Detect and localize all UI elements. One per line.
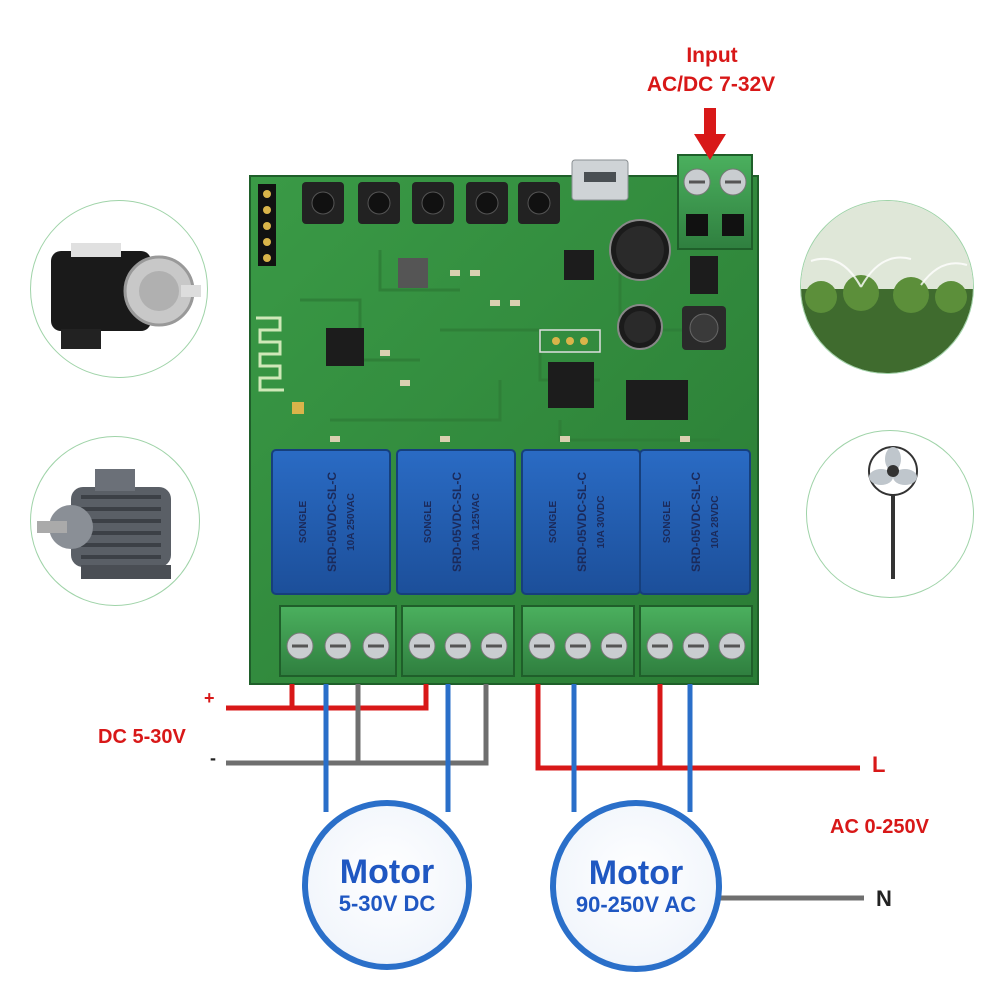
button-ch4 (358, 182, 400, 224)
relay-model: SRD-05VDC-SL-C (689, 472, 703, 572)
motor-title: Motor (339, 853, 435, 891)
ac-neutral-label: N (876, 886, 892, 911)
dc-plus-label: + (204, 688, 215, 708)
motor-subtitle: 90-250V AC (575, 892, 697, 917)
dc-wires (226, 684, 489, 812)
dc-motor-symbol: Motor 5-30V DC (302, 800, 472, 970)
relay-4: SONGLE SRD-05VDC-SL-C 10A 28VDC (639, 449, 751, 595)
capacitors (609, 219, 671, 350)
relays: SONGLE SRD-05VDC-SL-C 10A 250VAC SONGLE … (271, 449, 751, 595)
input-voltage-label: AC/DC 7-32V (646, 73, 776, 96)
smd-components (330, 270, 690, 442)
dc-minus-label: - (210, 748, 216, 768)
relay-brand: SONGLE (298, 501, 309, 544)
relay-brand: SONGLE (662, 501, 673, 544)
ics (326, 250, 718, 420)
ac-motor-symbol: Motor 90-250V AC (550, 800, 722, 972)
relay-rating: 10A 28VDC (710, 496, 721, 549)
relay-brand: SONGLE (548, 501, 559, 544)
input-arrow-icon (694, 108, 726, 160)
ac-voltage-label: AC 0-250V (830, 816, 929, 838)
motor-subtitle: 5-30V DC (338, 891, 436, 916)
sprinkler-icon (800, 200, 974, 374)
button-mode (302, 182, 344, 224)
output-terminals (279, 605, 753, 677)
dc-motor-icon (30, 200, 208, 378)
induction-motor-icon (30, 436, 200, 606)
relay-2: SONGLE SRD-05VDC-SL-C 10A 125VAC (396, 449, 516, 595)
relay-brand: SONGLE (423, 501, 434, 544)
pcb-antenna (256, 316, 284, 392)
input-terminal (677, 154, 753, 250)
pcb-board (249, 175, 759, 685)
relay-rating: 10A 250VAC (346, 493, 357, 551)
ac-wires (535, 684, 864, 901)
relay-model: SRD-05VDC-SL-C (450, 472, 464, 572)
fan-icon (806, 430, 974, 598)
tact-buttons (302, 182, 560, 224)
relay-rating: 10A 30VDC (596, 496, 607, 549)
relay-3: SONGLE SRD-05VDC-SL-C 10A 30VDC (521, 449, 641, 595)
button-ch3 (412, 182, 454, 224)
relay-1: SONGLE SRD-05VDC-SL-C 10A 250VAC (271, 449, 391, 595)
motor-title: Motor (588, 854, 684, 892)
dc-voltage-label: DC 5-30V (98, 726, 186, 748)
relay-model: SRD-05VDC-SL-C (575, 472, 589, 572)
relay-rating: 10A 125VAC (471, 493, 482, 551)
button-ch1 (518, 182, 560, 224)
relay-model: SRD-05VDC-SL-C (325, 472, 339, 572)
button-ch2 (466, 182, 508, 224)
input-label-line1: Input (686, 44, 738, 67)
ac-live-label: L (872, 752, 886, 777)
input-label: Input (662, 44, 762, 68)
